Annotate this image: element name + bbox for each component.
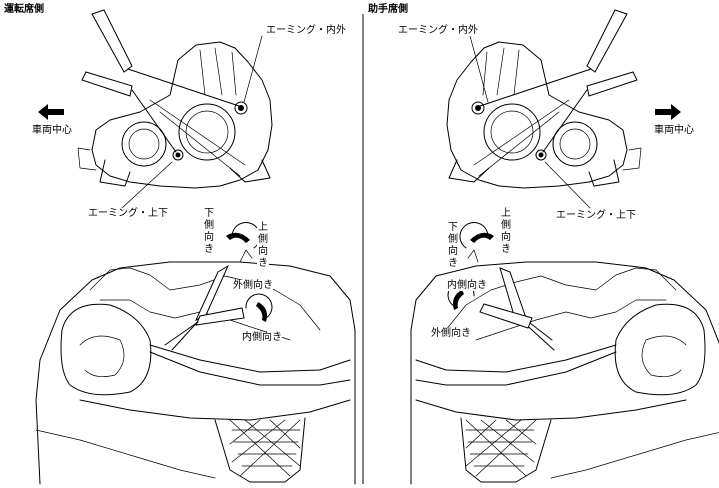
right-aiming-updown-label: エーミング・上下 (556, 210, 636, 221)
left-updown-adjuster (226, 222, 261, 263)
right-inward-label: 外側向き (431, 328, 471, 339)
right-panel-title: 助手席側 (368, 4, 408, 15)
left-engine-bay (35, 261, 356, 485)
left-aiming-inout-label: エーミング・内外 (266, 25, 346, 36)
right-engine-bay (410, 261, 719, 485)
left-vehicle-center-label: 車両中心 (32, 125, 72, 136)
left-headlamp-unit (77, 9, 273, 189)
right-outward-label: 内側向き (447, 280, 487, 291)
right-vehicle-center-arrow (655, 104, 681, 120)
left-vehicle-center-arrow (38, 104, 64, 120)
left-up-label: 上側向き (257, 222, 269, 270)
right-aiming-inout-label: エーミング・内外 (398, 25, 478, 36)
left-down-label: 下側向き (203, 208, 215, 256)
right-updown-adjuster (459, 222, 494, 263)
right-up-label: 上側向き (500, 208, 512, 256)
right-headlamp-unit (446, 9, 642, 189)
right-vehicle-center-label: 車両中心 (654, 125, 694, 136)
left-inout-adjuster (245, 293, 273, 322)
right-down-label: 下側向き (447, 222, 459, 270)
left-inward-label: 内側向き (242, 332, 282, 343)
left-aiming-updown-label: エーミング・上下 (88, 208, 168, 219)
left-outward-label: 外側向き (233, 280, 273, 291)
left-panel-title: 運転席側 (4, 4, 44, 15)
